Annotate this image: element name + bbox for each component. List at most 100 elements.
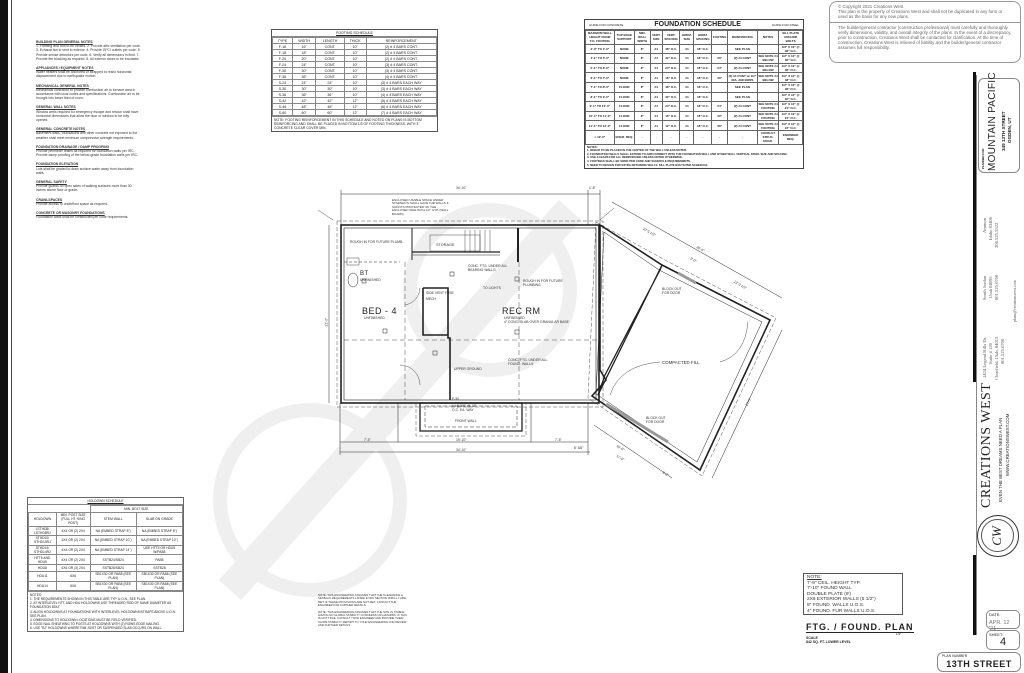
plan-note-line: 4" FOUND. FUR WALLS U.O.S. (807, 608, 876, 614)
dim-top-overall: 34'-10" (456, 186, 467, 190)
guide-concrete-label: GUIDE FOR CONCRETE (589, 22, 624, 27)
note-line: NOTES: (587, 144, 598, 149)
planned-for-box: PLANNED FOR: MOUNTAIN PACIFIC 349 13TH S… (978, 72, 1020, 173)
dim-bottom-overall: 34'-10" (456, 448, 467, 452)
note-line: 5. NEED TO DESIGN FOR EXTRA RETAINING WA… (587, 162, 709, 167)
footing-schedule: FOOTING SCHEDULE TYPE WIDTH LENGTH THICK… (271, 29, 438, 132)
logo-monogram: CW (988, 526, 1004, 546)
office-phone: 801.525.0700 (994, 274, 999, 300)
notes-body: Lots shall be graded to drain surface wa… (36, 166, 134, 175)
notes-heading: CONCRETE OR MASONRY FOUNDATIONS (36, 211, 105, 216)
block-out-door-label: BLOCK OUT FOR DOOR (646, 416, 666, 424)
note-line: 4. DIMENSIONS TO HOLDOWN LOCATIONS MUST … (30, 617, 137, 622)
company-logo: CW (977, 515, 1019, 557)
drawing-scale-label: SCALE (806, 636, 818, 640)
room-bed-4: BED - 4 (362, 306, 398, 316)
table-group-row: MIN. BOLT SIZE (28, 505, 184, 513)
plan-number-label: PLAN NUMBER (942, 654, 968, 658)
dim-bottom-small: 8' 3/8" (574, 446, 584, 450)
note-line: NOTES: (30, 593, 42, 598)
note-line: 1. REBAR TO BE PLACED IN THE CENTER OF T… (587, 148, 687, 153)
notes-body: 1. Framing and roof to be vented. 2. Pro… (36, 44, 141, 61)
title-block-bar (973, 555, 976, 635)
column-header: SLAB ON GRADE (135, 512, 184, 527)
note-line: 6. USE "RJ" HOLDOWNS WHERE RIM JOIST OR … (30, 625, 163, 630)
note-line: 2. AT INTERLEVEL HTT, AND HDU HOLDOWNS U… (30, 601, 172, 610)
conc-ftg-bearing-note: CONC. FTG. UNDER ALL BEARING WALLS (468, 264, 508, 272)
general-notes: BUILDING PLAN GENERAL NOTES 1. Framing a… (36, 35, 141, 222)
company-tagline: EVEN THE BEST DREAMS NEED A PLAN (998, 417, 1003, 502)
company-name: CREATIONS WEST (979, 382, 994, 508)
room-bath-status: UNFINISHED (360, 278, 381, 282)
client-address-street: 349 13TH STREET (1001, 111, 1006, 151)
footing-schedule-note: NOTE: FOOTING REINFORCEMENT IN THIS SCHE… (272, 116, 437, 131)
client-address-city: OGDEN, UT (1007, 117, 1012, 143)
planned-for-label: PLANNED FOR: (981, 147, 985, 169)
date-box: DATE: APR. 12 '21 (986, 610, 1020, 632)
column-header: TOP EDGE SUPPORT (613, 30, 635, 45)
foundation-schedule-title: FOUNDATION SCHEDULE (654, 21, 741, 28)
sheet-left-border (0, 0, 8, 673)
notes-body: Foundation walls shall be constructed pe… (36, 215, 129, 220)
plan-number-box: PLAN NUMBER 13TH STREET (937, 652, 1021, 672)
notes-body: Window wells required for emergency esca… (36, 109, 139, 123)
notes-body: Basement walls, foundations and other co… (36, 131, 138, 140)
column-header: VERT. SIZE (649, 30, 663, 45)
holdown-schedule-title: HOLDOWN SCHEDULE (28, 498, 183, 505)
notes-body: Provide guards on open sides of walking … (36, 184, 132, 193)
notes-heading: APPLIANCES / EQUIPMENT NOTES (36, 66, 94, 71)
porch-rebar-note: #4 BARS @ 12" O.C. EA. WAY (452, 404, 477, 412)
date-value: APR. 12 '21 (989, 620, 1010, 632)
company-website[interactable]: WWW.CREATIONSWEST.COM (1005, 413, 1010, 476)
room-bath: BT (360, 271, 369, 277)
client-name: MOUNTAIN PACIFIC (987, 72, 998, 171)
notes-body: Water heaters shall be anchored or strap… (36, 70, 132, 79)
column-header: MAXIMUM WALL HEIGHT FROM T.O. FOOTING (585, 30, 615, 45)
sheet-label: SHEET: (989, 632, 1004, 637)
office-city: South Jordan (982, 275, 987, 300)
office-suite: Suite # 120 (988, 343, 993, 364)
note-line: 3. USE #4 BARS FOR ALL REINFORCING UNLES… (587, 155, 683, 160)
engineering-note: NOTE: THIS ENGINEERING ASSUMES THAT THE … (318, 609, 407, 628)
title-block-bar (973, 72, 976, 382)
sheet-left-border-line (11, 0, 12, 673)
compacted-fill-label: COMPACTED FILL (662, 360, 700, 365)
front-wall-label: FRONT WALL (455, 419, 477, 423)
office-city: Clearfield, Utah, 84015 (994, 336, 999, 380)
copyright-disclaimer: The builder/general contractor (construc… (838, 24, 1012, 51)
table-cell: SSTB28 (135, 563, 184, 572)
rough-in-plumb-label: ROUGH IN FOR FUTURE PLUMB (350, 240, 403, 244)
logo-ring (981, 519, 1014, 552)
office-email: plans@creationswest.com (1012, 280, 1020, 380)
date-label: DATE: (989, 612, 1001, 617)
plan-notes-heading: NOTE: (807, 575, 822, 580)
dim-bottom-right: 7'-5" (555, 438, 562, 442)
column-header: SILL PLATE ANCHOR BOLTS (778, 30, 803, 45)
table-row: > 12'-0"ENGR. REQ.-------CONSULT STRUC. … (585, 129, 803, 145)
copyright-ownership: This plan is the property of Creations W… (838, 9, 1003, 20)
plan-note-line: 8" FOUND. WALLS U.O.S. (807, 602, 865, 608)
plan-note-line: DOUBLE PLATE (9') (807, 591, 852, 597)
foundation-schedule: GUIDE FOR CONCRETE FOUNDATION SCHEDULE G… (584, 19, 804, 170)
notes-heading: GENERAL CONCRETE NOTES (36, 127, 86, 132)
email-link[interactable]: plans@creationswest.com (1012, 280, 1017, 322)
notes-heading: GENERAL SAFETY (36, 180, 67, 185)
plan-number-value: 13TH STREET (946, 659, 1012, 669)
engineering-note: NOTE: THIS ENGINEERING ASSUMES THAT THE … (318, 593, 406, 608)
foundation-schedule-header: GUIDE FOR CONCRETE FOUNDATION SCHEDULE G… (585, 20, 803, 30)
drawing-title: FTG. / FOUND. PLAN (806, 622, 914, 633)
column-header: HORIZ. SPACING (693, 30, 713, 45)
foundation-schedule-notes: NOTES:1. REBAR TO BE PLACED IN THE CENTE… (585, 145, 803, 169)
note-line: 1. THE REQUIREMENTS SHOWN IN THIS TABLE … (30, 597, 147, 602)
to-lights-label: TO LIGHTS (483, 286, 501, 290)
table-header-row: HOLDOWN MIN. POST SIZE (FULL HT. KING PO… (28, 512, 184, 527)
